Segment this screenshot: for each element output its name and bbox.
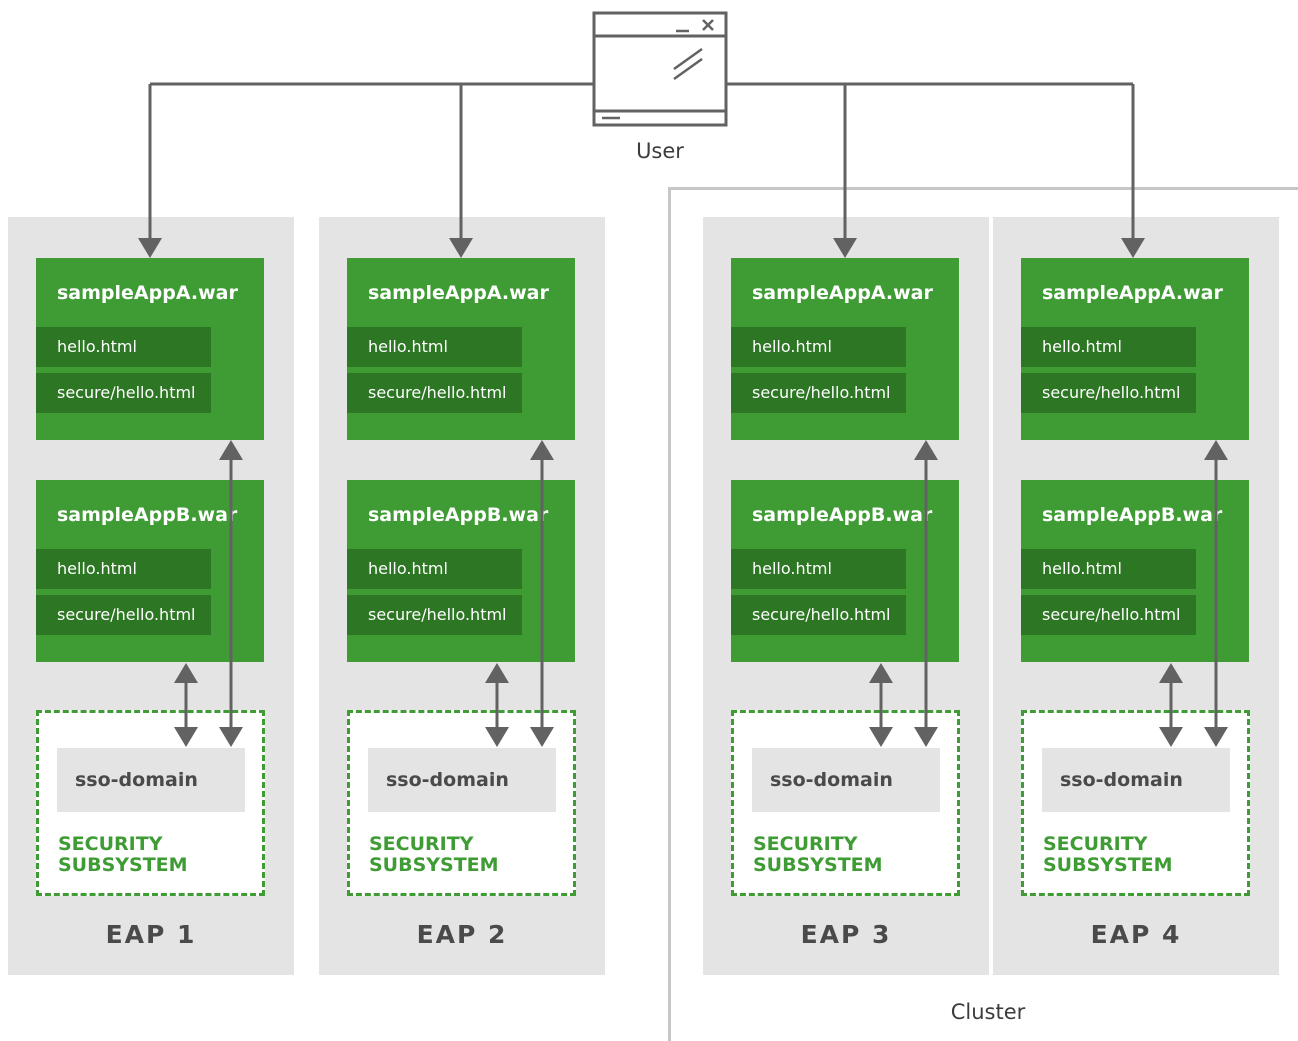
server-eap-2: sampleAppA.war hello.html secure/hello.htm… [319,217,605,975]
war-title: sampleAppA.war [1042,282,1223,304]
security-subsystem-label: SECURITY SUBSYSTEM [1043,833,1173,876]
sso-domain: sso-domain [1042,748,1230,812]
file-item: secure/hello.html [347,373,522,413]
war-title: sampleAppB.war [752,504,933,526]
file-item: secure/hello.html [1021,595,1196,635]
server-name: EAP 1 [105,920,197,949]
war-title: sampleAppA.war [752,282,933,304]
war-title: sampleAppB.war [57,504,238,526]
war-sample-app-a: sampleAppA.war hello.html secure/hello.htm… [36,258,264,440]
war-sample-app-b: sampleAppB.war hello.html secure/hello.htm… [347,480,575,662]
cluster-label: Cluster [950,1000,1026,1024]
war-sample-app-a: sampleAppA.war hello.html secure/hello.htm… [1021,258,1249,440]
file-item: secure/hello.html [731,595,906,635]
security-subsystem-label: SECURITY SUBSYSTEM [58,833,188,876]
security-subsystem-label: SECURITY SUBSYSTEM [369,833,499,876]
cluster-boundary-left [668,187,671,1041]
war-sample-app-a: sampleAppA.war hello.html secure/hello.htm… [731,258,959,440]
cluster-boundary-top [668,187,1298,190]
file-item: hello.html [731,327,906,367]
server-name: EAP 2 [416,920,508,949]
security-subsystem-label: SECURITY SUBSYSTEM [753,833,883,876]
war-sample-app-b: sampleAppB.war hello.html secure/hello.htm… [731,480,959,662]
server-eap-1: sampleAppA.war hello.html secure/hello.htm… [8,217,294,975]
file-item: secure/hello.html [1021,373,1196,413]
sso-domain: sso-domain [368,748,556,812]
server-name: EAP 4 [1090,920,1182,949]
file-item: hello.html [36,327,211,367]
war-title: sampleAppB.war [1042,504,1223,526]
file-item: secure/hello.html [36,373,211,413]
file-item: hello.html [731,549,906,589]
file-item: secure/hello.html [36,595,211,635]
file-item: hello.html [347,549,522,589]
war-title: sampleAppB.war [368,504,549,526]
user-label: User [636,139,684,163]
war-sample-app-a: sampleAppA.war hello.html secure/hello.htm… [347,258,575,440]
war-sample-app-b: sampleAppB.war hello.html secure/hello.htm… [1021,480,1249,662]
sso-domain: sso-domain [57,748,245,812]
server-name: EAP 3 [800,920,892,949]
browser-window-icon [592,11,728,127]
server-eap-4: sampleAppA.war hello.html secure/hello.htm… [993,217,1279,975]
file-item: hello.html [1021,327,1196,367]
file-item: hello.html [36,549,211,589]
file-item: hello.html [1021,549,1196,589]
war-title: sampleAppA.war [57,282,238,304]
war-title: sampleAppA.war [368,282,549,304]
war-sample-app-b: sampleAppB.war hello.html secure/hello.htm… [36,480,264,662]
file-item: hello.html [347,327,522,367]
file-item: secure/hello.html [731,373,906,413]
sso-domain: sso-domain [752,748,940,812]
file-item: secure/hello.html [347,595,522,635]
server-eap-3: sampleAppA.war hello.html secure/hello.htm… [703,217,989,975]
